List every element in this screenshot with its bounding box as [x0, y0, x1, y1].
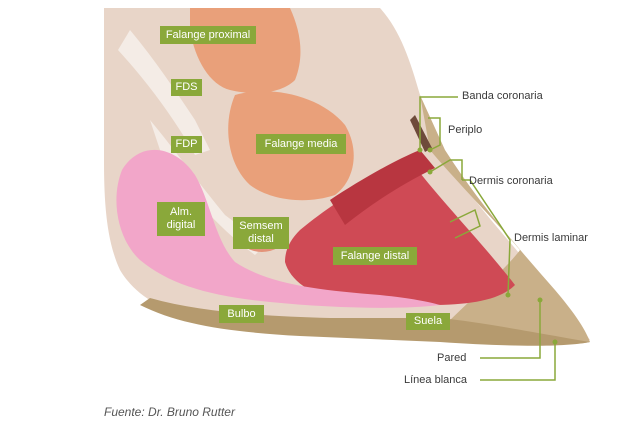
leader-dermis-laminar-bracket: [449, 208, 481, 239]
callout-dermis-laminar: Dermis laminar: [514, 232, 588, 244]
leader-periplo: [428, 117, 441, 151]
distal-phalanx: [285, 160, 515, 305]
callout-periplo: Periplo: [448, 124, 483, 136]
label-falange-media: Falange media: [256, 134, 346, 154]
leader-linea-blanca: [480, 342, 556, 381]
leader-banda-coronaria: [419, 96, 458, 150]
fds-tendon: [118, 30, 210, 155]
label-falange-distal: Falange distal: [333, 247, 417, 265]
coronary-dermis: [330, 150, 435, 225]
label-bulbo: Bulbo: [219, 305, 264, 323]
leader-dermis-laminar: [462, 179, 511, 296]
source-caption: Fuente: Dr. Bruno Rutter: [104, 405, 235, 419]
leader-lines: [419, 96, 556, 381]
leader-dots: [417, 147, 558, 345]
periople: [410, 115, 432, 152]
label-fdp: FDP: [171, 136, 202, 153]
callout-dermis-coronaria: Dermis coronaria: [469, 175, 553, 187]
label-alm-digital: Alm. digital: [157, 202, 205, 236]
label-falange-proximal: Falange proximal: [160, 26, 256, 44]
digital-cushion: [116, 149, 440, 308]
label-fds: FDS: [171, 79, 202, 96]
sole: [140, 298, 590, 346]
leader-pared: [480, 300, 541, 359]
label-semsem-distal: Semsem distal: [233, 217, 289, 249]
callout-banda-coronaria: Banda coronaria: [462, 90, 543, 102]
callout-pared: Pared: [437, 352, 467, 364]
leader-dermis-coronaria: [429, 159, 463, 180]
callout-linea-blanca: Línea blanca: [404, 374, 467, 386]
label-suela: Suela: [406, 313, 450, 330]
hoof-wall: [420, 95, 590, 345]
